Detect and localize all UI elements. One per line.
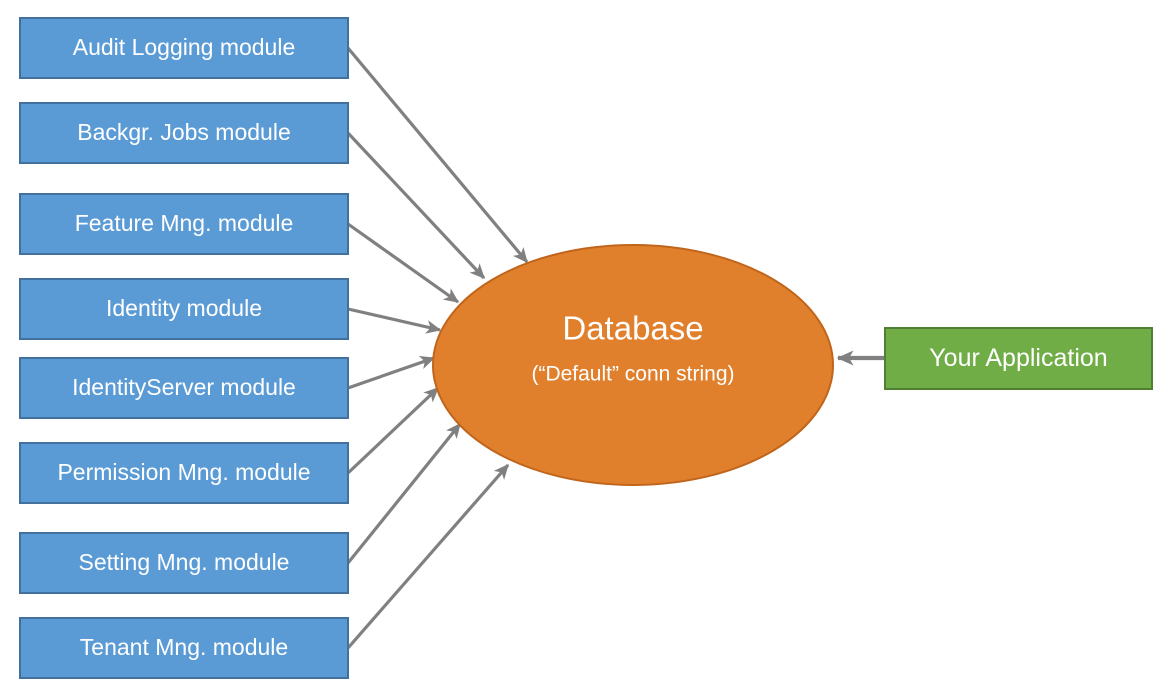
module-box-shape bbox=[19, 617, 349, 679]
database-subtitle: (“Default” conn string) bbox=[531, 363, 734, 386]
module-box-label: Identity module bbox=[106, 295, 262, 321]
connector-backgr-jobs-module-to-database bbox=[346, 131, 486, 280]
module-box-label: Tenant Mng. module bbox=[80, 634, 288, 660]
connector-feature-mng-module-to-database bbox=[347, 222, 460, 304]
database-title: Database bbox=[562, 310, 703, 347]
module-box-permission-mng-module[interactable]: Permission Mng. module bbox=[19, 442, 349, 504]
module-box-label: Permission Mng. module bbox=[57, 459, 310, 485]
module-box-feature-mng-module[interactable]: Feature Mng. module bbox=[19, 193, 349, 255]
module-box-shape bbox=[19, 278, 349, 340]
application-node[interactable]: Your Application bbox=[884, 327, 1153, 390]
connectors-layer bbox=[346, 46, 885, 650]
module-box-identityserver-module[interactable]: IdentityServer module bbox=[19, 357, 349, 419]
module-box-shape bbox=[19, 532, 349, 594]
module-box-shape bbox=[19, 193, 349, 255]
connector-identityserver-module-to-database bbox=[347, 356, 436, 390]
module-box-audit-logging-module[interactable]: Audit Logging module bbox=[19, 17, 349, 79]
module-box-identity-module[interactable]: Identity module bbox=[19, 278, 349, 340]
module-box-setting-mng-module[interactable]: Setting Mng. module bbox=[19, 532, 349, 594]
connector-permission-mng-module-to-database bbox=[346, 386, 440, 475]
database-node[interactable]: Database (“Default” conn string) bbox=[432, 244, 834, 486]
connector-tenant-mng-module-to-database bbox=[346, 463, 510, 650]
module-box-label: Backgr. Jobs module bbox=[77, 119, 291, 145]
database-ellipse-shape bbox=[432, 244, 834, 486]
connector-audit-logging-module-to-database bbox=[346, 46, 529, 264]
connector-identity-module-to-database bbox=[347, 307, 442, 334]
module-box-shape bbox=[19, 102, 349, 164]
module-box-label: Feature Mng. module bbox=[75, 210, 294, 236]
module-box-shape bbox=[19, 357, 349, 419]
module-box-shape bbox=[19, 17, 349, 79]
application-box-shape bbox=[884, 327, 1153, 390]
module-box-tenant-mng-module[interactable]: Tenant Mng. module bbox=[19, 617, 349, 679]
module-box-label: Audit Logging module bbox=[73, 34, 296, 60]
module-box-label: Setting Mng. module bbox=[79, 549, 290, 575]
application-box-label: Your Application bbox=[929, 344, 1107, 372]
module-box-label: IdentityServer module bbox=[72, 374, 296, 400]
connector-setting-mng-module-to-database bbox=[346, 422, 462, 565]
module-box-shape bbox=[19, 442, 349, 504]
module-box-backgr-jobs-module[interactable]: Backgr. Jobs module bbox=[19, 102, 349, 164]
